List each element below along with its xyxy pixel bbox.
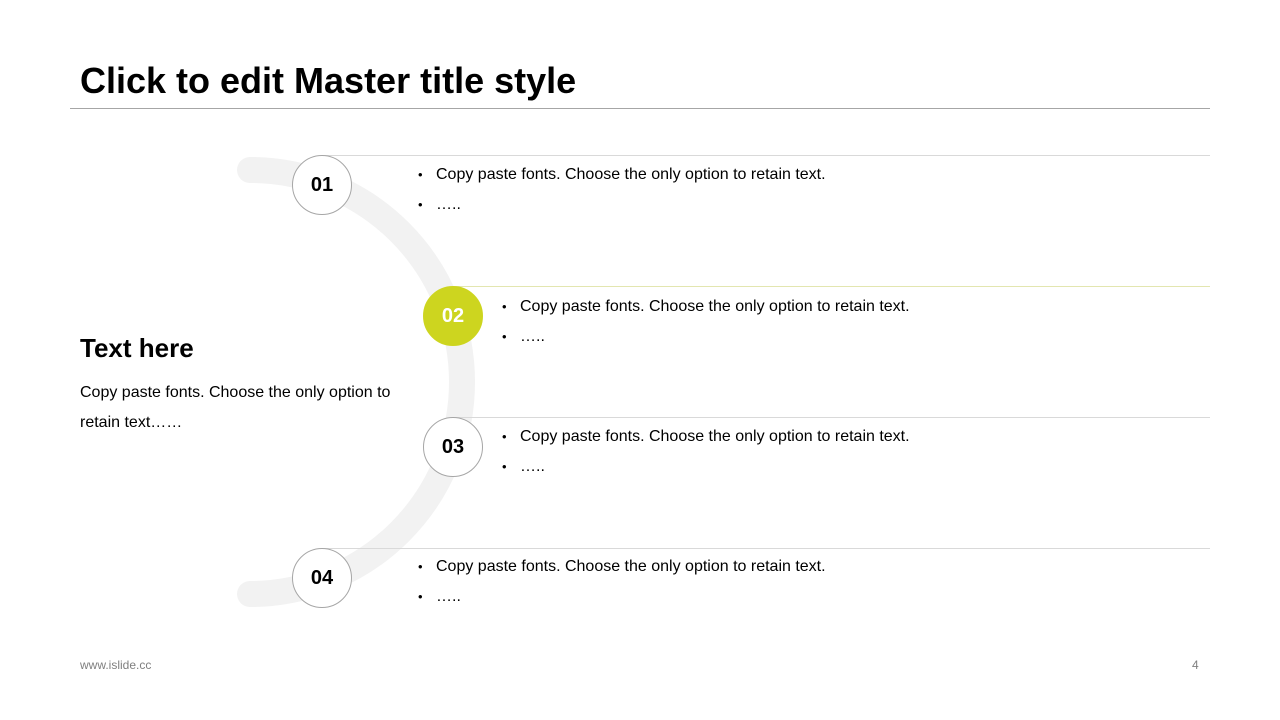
side-heading[interactable]: Text here [80,333,194,363]
step-4-bullets[interactable]: Copy paste fonts. Choose the only option… [418,557,826,617]
step-1-bullets[interactable]: Copy paste fonts. Choose the only option… [418,165,826,225]
page-number: 4 [1192,658,1199,672]
step-number-badge: 01 [292,155,352,215]
footer-url: www.islide.cc [80,658,152,672]
bullet-item: ….. [418,587,826,617]
step-divider [453,286,1210,287]
bullet-item: ….. [418,195,826,225]
bullet-item: Copy paste fonts. Choose the only option… [502,297,910,327]
step-2-bullets[interactable]: Copy paste fonts. Choose the only option… [502,297,910,357]
step-number-badge-active: 02 [423,286,483,346]
title-divider [70,108,1210,109]
step-divider [322,548,1210,549]
slide-title[interactable]: Click to edit Master title style [80,60,577,101]
bullet-item: Copy paste fonts. Choose the only option… [418,557,826,587]
step-divider [322,155,1210,156]
bullet-item: ….. [502,457,910,487]
step-number-badge: 04 [292,548,352,608]
bullet-item: ….. [502,327,910,357]
side-body-text[interactable]: Copy paste fonts. Choose the only option… [80,384,391,431]
step-3-bullets[interactable]: Copy paste fonts. Choose the only option… [502,427,910,487]
step-number-badge: 03 [423,417,483,477]
bullet-item: Copy paste fonts. Choose the only option… [502,427,910,457]
bullet-item: Copy paste fonts. Choose the only option… [418,165,826,195]
step-divider [453,417,1210,418]
